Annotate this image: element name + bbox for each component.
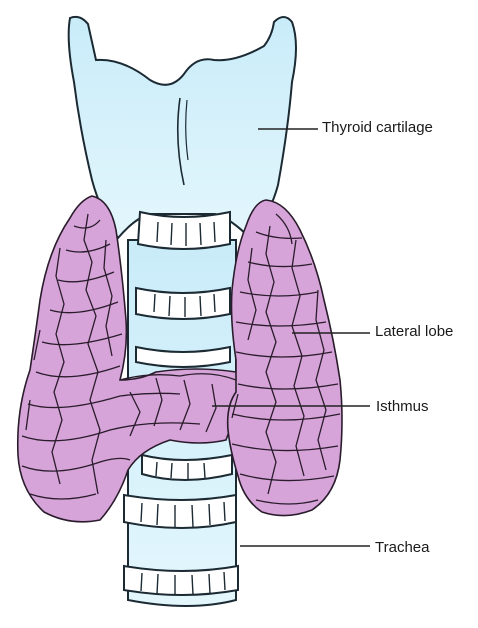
label-lateral-lobe: Lateral lobe bbox=[375, 323, 453, 340]
right-lateral-lobe bbox=[228, 200, 342, 516]
label-thyroid-cartilage: Thyroid cartilage bbox=[322, 119, 433, 136]
label-trachea: Trachea bbox=[375, 539, 429, 556]
label-isthmus: Isthmus bbox=[376, 398, 429, 415]
